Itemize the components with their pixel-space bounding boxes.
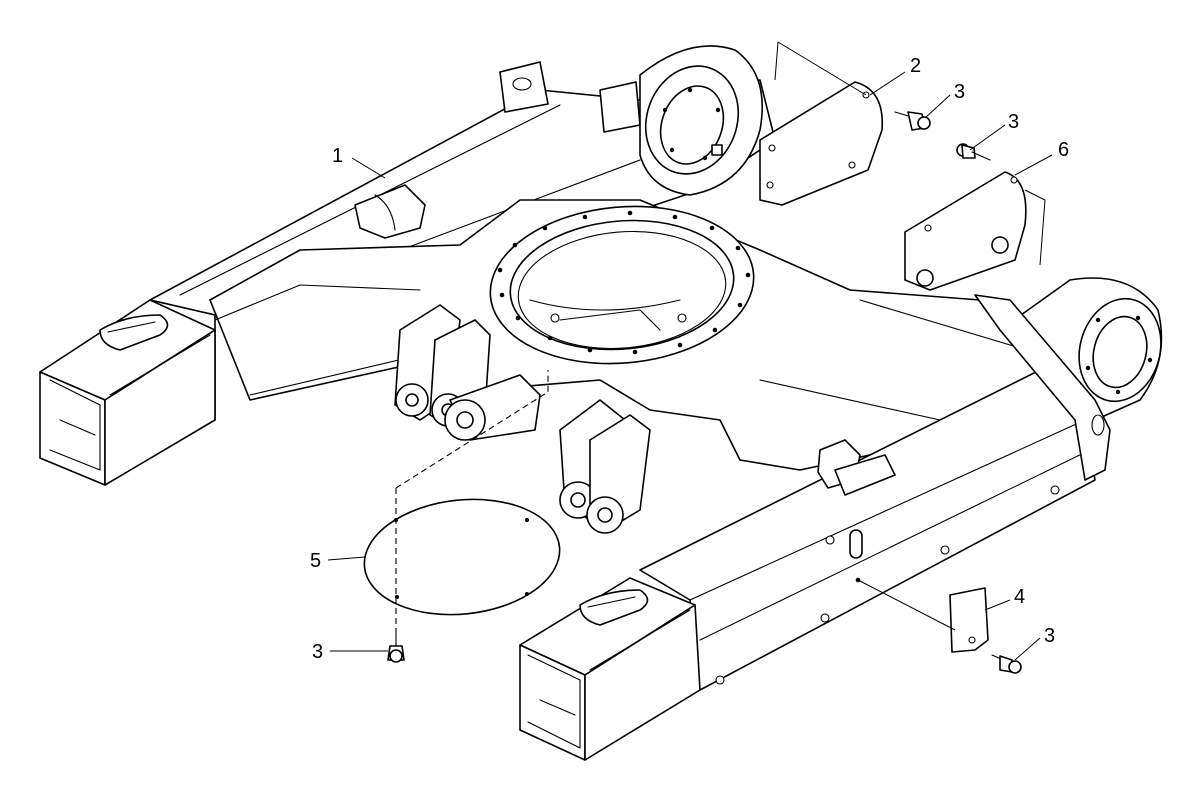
bolt-lower-right: [991, 654, 1022, 674]
bolt-upper-right: [956, 143, 991, 161]
front-side-member: [639, 359, 1096, 691]
callout-1: 1: [332, 145, 343, 167]
bolt-upper-top: [894, 111, 931, 131]
cover-plate-2: [759, 41, 884, 206]
callout-2: 2: [910, 55, 921, 77]
callout-labels: 1 2 3 3 6 4 3 5 3: [310, 55, 1069, 663]
callout-3-top-bolt: 3: [954, 81, 965, 103]
rear-drive-housing: [639, 45, 763, 196]
cover-plate-4: [857, 579, 989, 653]
cover-plate-6: [904, 171, 1046, 291]
callout-3-lower-right-bolt: 3: [1044, 625, 1055, 647]
callout-3-bottom-left-bolt: 3: [312, 641, 323, 663]
callout-6: 6: [1058, 139, 1069, 161]
callout-3-upper-right-bolt: 3: [1008, 111, 1019, 133]
bolt-bottom-left: [387, 629, 405, 663]
callout-4: 4: [1014, 586, 1025, 608]
rear-frame-end: [39, 299, 216, 486]
front-drive-housing: [974, 277, 1163, 481]
blade-brackets: [394, 304, 651, 534]
callout-5: 5: [310, 550, 321, 572]
front-frame-end: [519, 577, 701, 761]
callout-leaders: [327, 71, 1053, 661]
undercarriage-frame: [39, 45, 1163, 761]
under-cover-5: [363, 370, 561, 630]
swing-bearing-ring: [489, 205, 755, 365]
